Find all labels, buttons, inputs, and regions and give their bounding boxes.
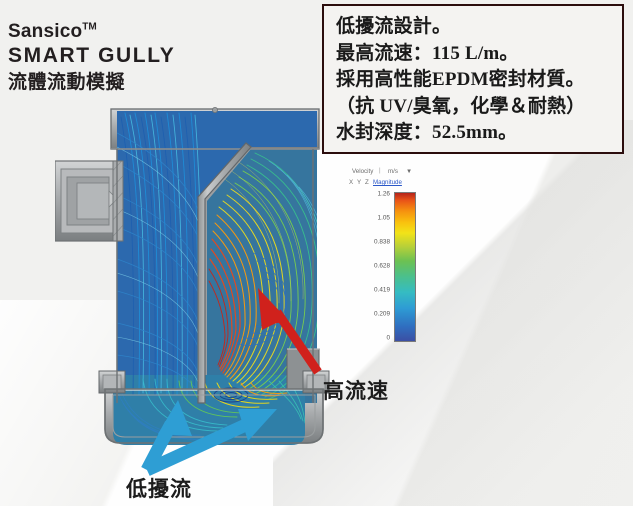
- legend-tick-6: 0: [386, 334, 390, 342]
- legend-body: 1.26 1.05 0.838 0.628 0.419 0.209 0: [348, 190, 426, 342]
- legend-axis-y[interactable]: Y: [357, 179, 362, 186]
- legend-tick-4: 0.419: [374, 286, 390, 294]
- flange-right: [302, 370, 330, 394]
- legend-colorbar: [394, 192, 416, 342]
- legend-component-selector[interactable]: X Y Z Magnitude: [348, 179, 426, 190]
- inlet-spigot: [55, 160, 124, 242]
- internal-baffle: [197, 142, 252, 404]
- legend-header: Velocity | m/s ▼: [348, 167, 426, 179]
- spec-line-2: 最高流速：115 L/m。: [336, 42, 519, 64]
- legend-axis-z[interactable]: Z: [365, 179, 369, 186]
- spec-callout-box: 低擾流設計。 最高流速：115 L/m。 採用高性能EPDM密封材質。 （抗 U…: [322, 4, 624, 154]
- legend-tick-5: 0.209: [374, 310, 390, 318]
- legend-title: Velocity: [352, 168, 374, 175]
- legend-axis-x[interactable]: X: [349, 179, 354, 186]
- legend-tick-1: 1.05: [377, 214, 390, 222]
- legend-tick-labels: 1.26 1.05 0.838 0.628 0.419 0.209 0: [348, 190, 392, 342]
- page-subtitle: 流體流動模擬: [8, 72, 126, 94]
- title-block: SansicoTM SMART GULLY 流體流動模擬: [8, 22, 175, 95]
- product-name: SMART GULLY: [8, 43, 176, 67]
- legend-axis-magnitude[interactable]: Magnitude: [373, 179, 402, 186]
- spec-line-5: 水封深度：52.5mm。: [336, 122, 518, 144]
- spec-line-1: 低擾流設計。: [336, 16, 452, 37]
- streamline-field: [113, 111, 317, 445]
- chevron-down-icon[interactable]: ▼: [406, 168, 413, 175]
- legend-unit: m/s: [388, 168, 398, 175]
- cfd-gully-cross-section: [55, 103, 345, 445]
- legend-tick-2: 0.838: [374, 238, 390, 246]
- trademark-symbol: TM: [82, 21, 97, 33]
- spec-line-4: （抗 UV/臭氧，化學＆耐熱）: [336, 95, 586, 117]
- legend-separator: |: [379, 167, 381, 174]
- velocity-legend: Velocity | m/s ▼ X Y Z Magnitude 1.26 1.…: [348, 167, 426, 348]
- background-corner-shade: [273, 120, 633, 506]
- brand-name: SansicoTM: [8, 22, 175, 42]
- brand-text: Sansico: [8, 21, 83, 42]
- legend-tick-3: 0.628: [374, 262, 390, 270]
- legend-tick-0: 1.26: [377, 190, 390, 198]
- spec-line-3: 採用高性能EPDM密封材質。: [336, 69, 585, 91]
